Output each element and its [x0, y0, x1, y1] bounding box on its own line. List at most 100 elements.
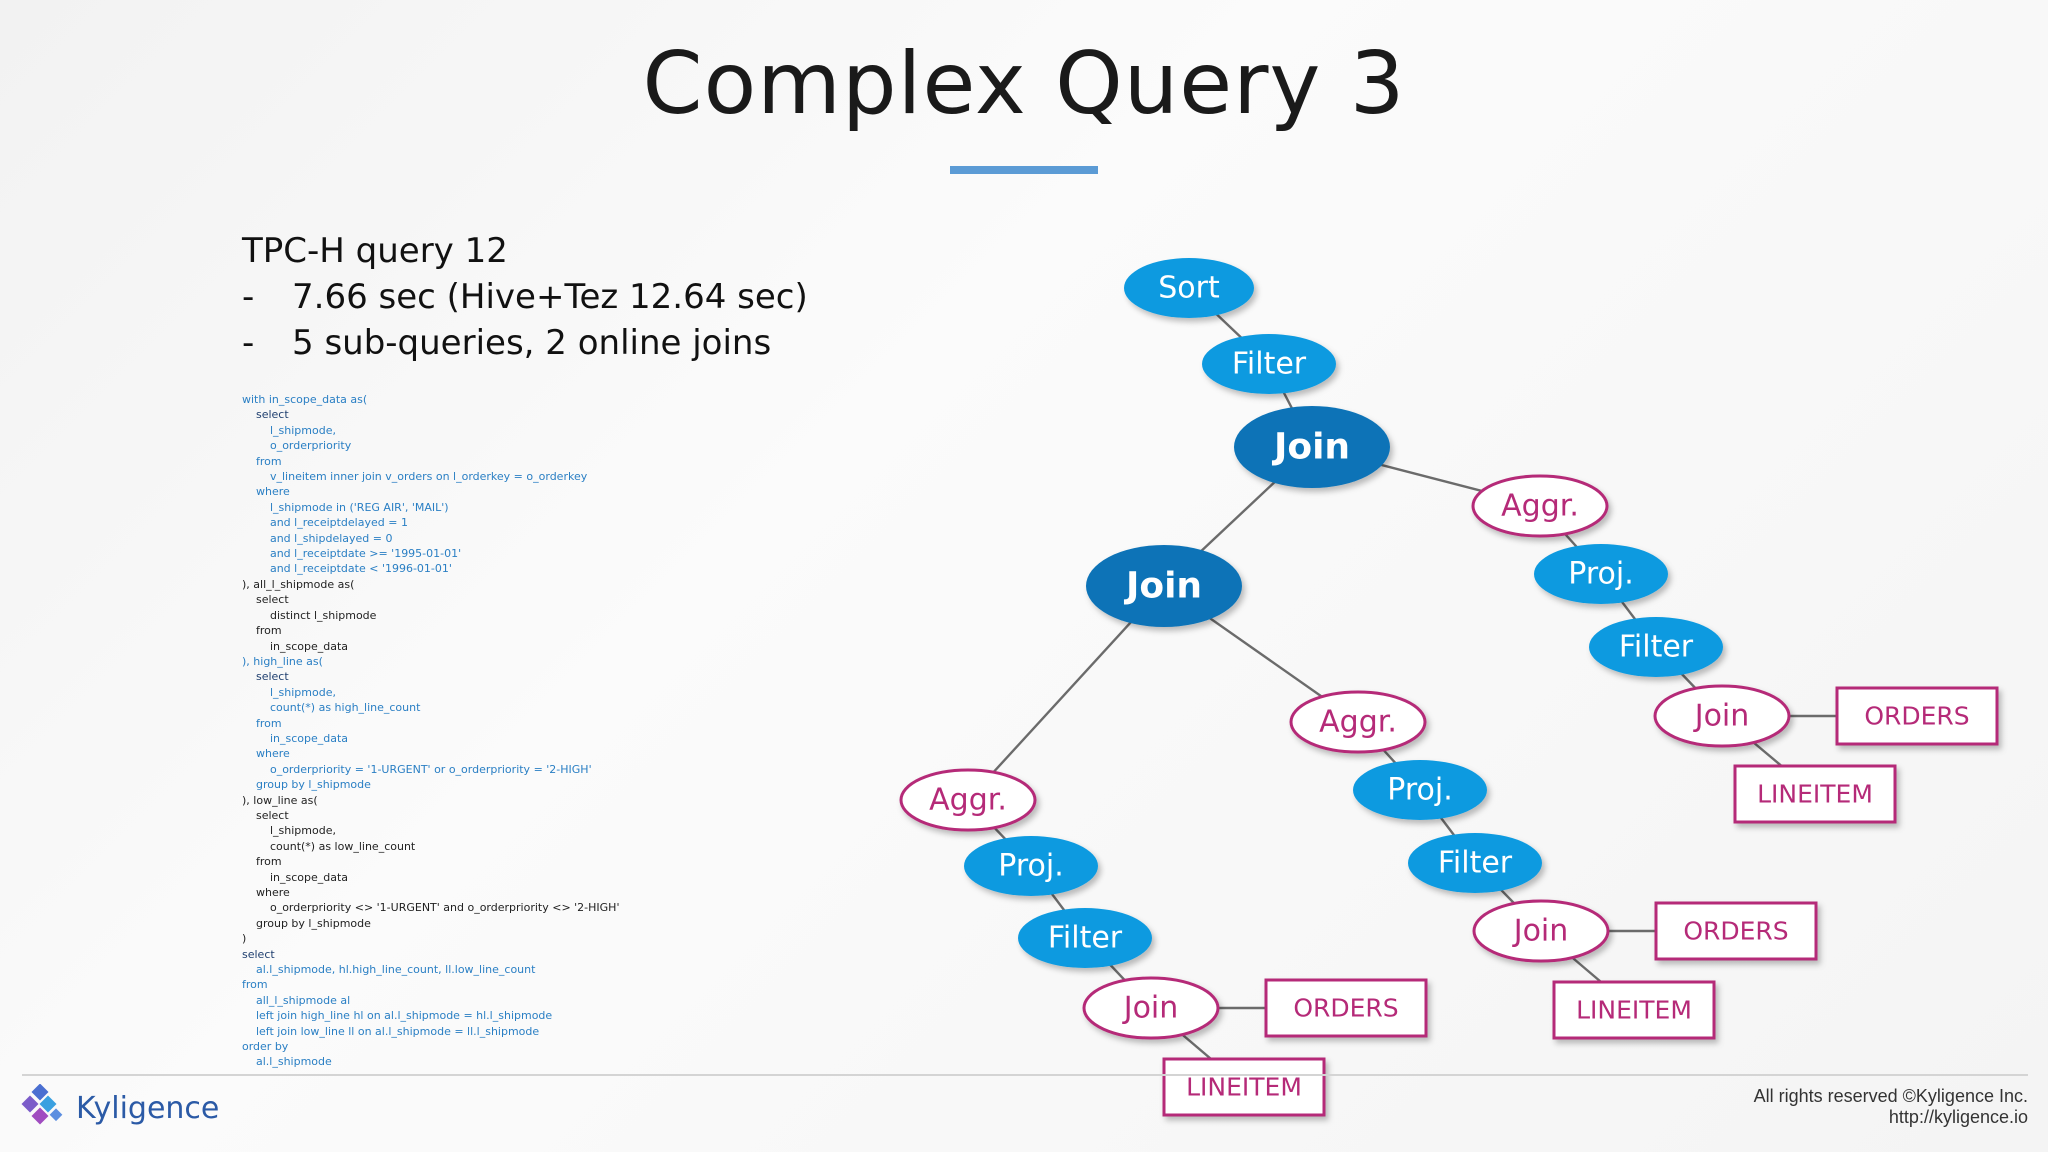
sql-line: in_scope_data [242, 731, 349, 745]
plan-node-shape [1408, 833, 1542, 893]
plan-node-sort: Sort [1124, 258, 1254, 318]
summary-heading: TPC-H query 12 [242, 231, 508, 271]
sql-line: order by [242, 1040, 289, 1054]
sql-line: where [242, 485, 290, 499]
plan-node-label: Proj. [1387, 773, 1452, 808]
sql-line: select [242, 670, 289, 684]
footer-divider [22, 1074, 2028, 1076]
plan-node-label: Join [1122, 991, 1179, 1026]
title-underline [950, 166, 1098, 174]
sql-line: select [242, 947, 275, 961]
plan-node-aggr-midright: Aggr. [1289, 690, 1427, 754]
plan-node-label: LINEITEM [1757, 780, 1873, 809]
sql-line: where [242, 747, 290, 761]
website-url: http://kyligence.io [1888, 1107, 2028, 1127]
plan-node-aggr-left: Aggr. [899, 768, 1037, 832]
plan-node-join-left: Join [1082, 976, 1220, 1040]
plan-node-aggr-right: Aggr. [1471, 474, 1609, 538]
sql-line: al.l_shipmode [242, 1055, 332, 1069]
sql-line: ), high_line as( [242, 654, 323, 668]
sql-line: from [242, 716, 282, 730]
query-summary: TPC-H query 12 -7.66 sec (Hive+Tez 12.64… [242, 228, 808, 366]
plan-node-join-mid: Join [1086, 545, 1242, 627]
plan-node-lineitem-midright: LINEITEM [1552, 980, 1716, 1040]
summary-bullet: -7.66 sec (Hive+Tez 12.64 sec) [242, 274, 808, 320]
plan-node-label: ORDERS [1864, 702, 1969, 731]
plan-node-shape [1289, 690, 1427, 754]
plan-node-label: LINEITEM [1186, 1073, 1302, 1102]
sql-line: l_shipmode in ('REG AIR', 'MAIL') [242, 500, 449, 514]
plan-node-shape [1472, 899, 1610, 963]
plan-node-label: LINEITEM [1576, 996, 1692, 1025]
sql-line: where [242, 886, 290, 899]
plan-node-label: ORDERS [1683, 917, 1788, 946]
sql-line: from [242, 624, 282, 638]
plan-node-label: Sort [1158, 271, 1220, 306]
plan-node-shape [1234, 406, 1390, 488]
plan-node-label: Aggr. [1501, 489, 1579, 524]
plan-node-join-right: Join [1653, 684, 1791, 748]
plan-node-shape [1534, 544, 1668, 604]
plan-node-label: Join [1271, 427, 1350, 468]
sql-line: and l_receiptdate >= '1995-01-01' [242, 547, 462, 561]
sql-line: o_orderpriority <> '1-URGENT' and o_orde… [242, 901, 620, 915]
plan-node-label: Aggr. [1319, 705, 1397, 740]
sql-line: from [242, 454, 282, 468]
sql-line: and l_shipdelayed = 0 [242, 531, 393, 545]
sql-line: in_scope_data [242, 639, 349, 653]
sql-code-block: with in_scope_data as( select l_shipmode… [242, 392, 619, 1070]
bullet-text: 5 sub-queries, 2 online joins [292, 323, 772, 363]
sql-line: ), low_line as( [242, 793, 318, 807]
plan-node-filter-midright: Filter [1408, 833, 1542, 893]
sql-line: in_scope_data [242, 870, 349, 884]
plan-node-proj-midright: Proj. [1353, 760, 1487, 820]
plan-node-filter-right: Filter [1589, 617, 1723, 677]
plan-node-shape [1086, 545, 1242, 627]
sql-line: all_l_shipmode al [242, 993, 351, 1007]
sql-line: o_orderpriority = '1-URGENT' or o_orderp… [242, 762, 592, 776]
plan-node-lineitem-left: LINEITEM [1162, 1057, 1326, 1117]
logo-text: Kyligence [76, 1090, 220, 1126]
sql-line: select [242, 593, 289, 607]
plan-node-label: Proj. [998, 849, 1063, 884]
sql-line: and l_receiptdelayed = 1 [242, 516, 408, 530]
sql-line: al.l_shipmode, hl.high_line_count, ll.lo… [242, 963, 536, 977]
slide-title: Complex Query 3 [642, 34, 1406, 134]
sql-line: from [242, 855, 282, 869]
sql-line: v_lineitem inner join v_orders on l_orde… [242, 470, 588, 484]
kyligence-logo-icon [21, 1084, 63, 1125]
sql-line: ) [242, 932, 247, 946]
plan-node-shape [1264, 978, 1428, 1038]
sql-line: count(*) as low_line_count [242, 839, 416, 853]
plan-node-shape [964, 836, 1098, 896]
plan-node-lineitem-right: LINEITEM [1733, 764, 1897, 824]
sql-line: select [242, 408, 289, 422]
sql-line: l_shipmode, [242, 685, 336, 699]
rights-text: All rights reserved ©Kyligence Inc. [1753, 1086, 2028, 1106]
plan-node-shape [1353, 760, 1487, 820]
plan-node-shape [1654, 901, 1818, 961]
bullet-marker: - [242, 323, 255, 363]
kyligence-logo[interactable]: Kyligence [20, 1084, 219, 1132]
plan-node-label: ORDERS [1293, 994, 1398, 1023]
sql-line: distinct l_shipmode [242, 608, 377, 622]
sql-line: from [242, 978, 268, 992]
sql-line: o_orderpriority [242, 439, 352, 453]
plan-node-label: Filter [1232, 347, 1307, 382]
plan-node-shape [1552, 980, 1716, 1040]
plan-node-shape [899, 768, 1037, 832]
plan-node-shape [1202, 334, 1336, 394]
plan-node-proj-right: Proj. [1534, 544, 1668, 604]
plan-node-shape [1653, 684, 1791, 748]
plan-node-label: Join [1693, 699, 1750, 734]
plan-node-shape [1162, 1057, 1326, 1117]
plan-node-shape [1589, 617, 1723, 677]
plan-node-join-midright: Join [1472, 899, 1610, 963]
plan-node-join-root: Join [1234, 406, 1390, 488]
plan-node-orders-left: ORDERS [1264, 978, 1428, 1038]
sql-line: with in_scope_data as( [242, 393, 368, 406]
plan-node-label: Proj. [1568, 557, 1633, 592]
sql-line: left join high_line hl on al.l_shipmode … [242, 1009, 553, 1023]
bullet-text: 7.66 sec (Hive+Tez 12.64 sec) [292, 277, 808, 317]
plan-node-shape [1471, 474, 1609, 538]
